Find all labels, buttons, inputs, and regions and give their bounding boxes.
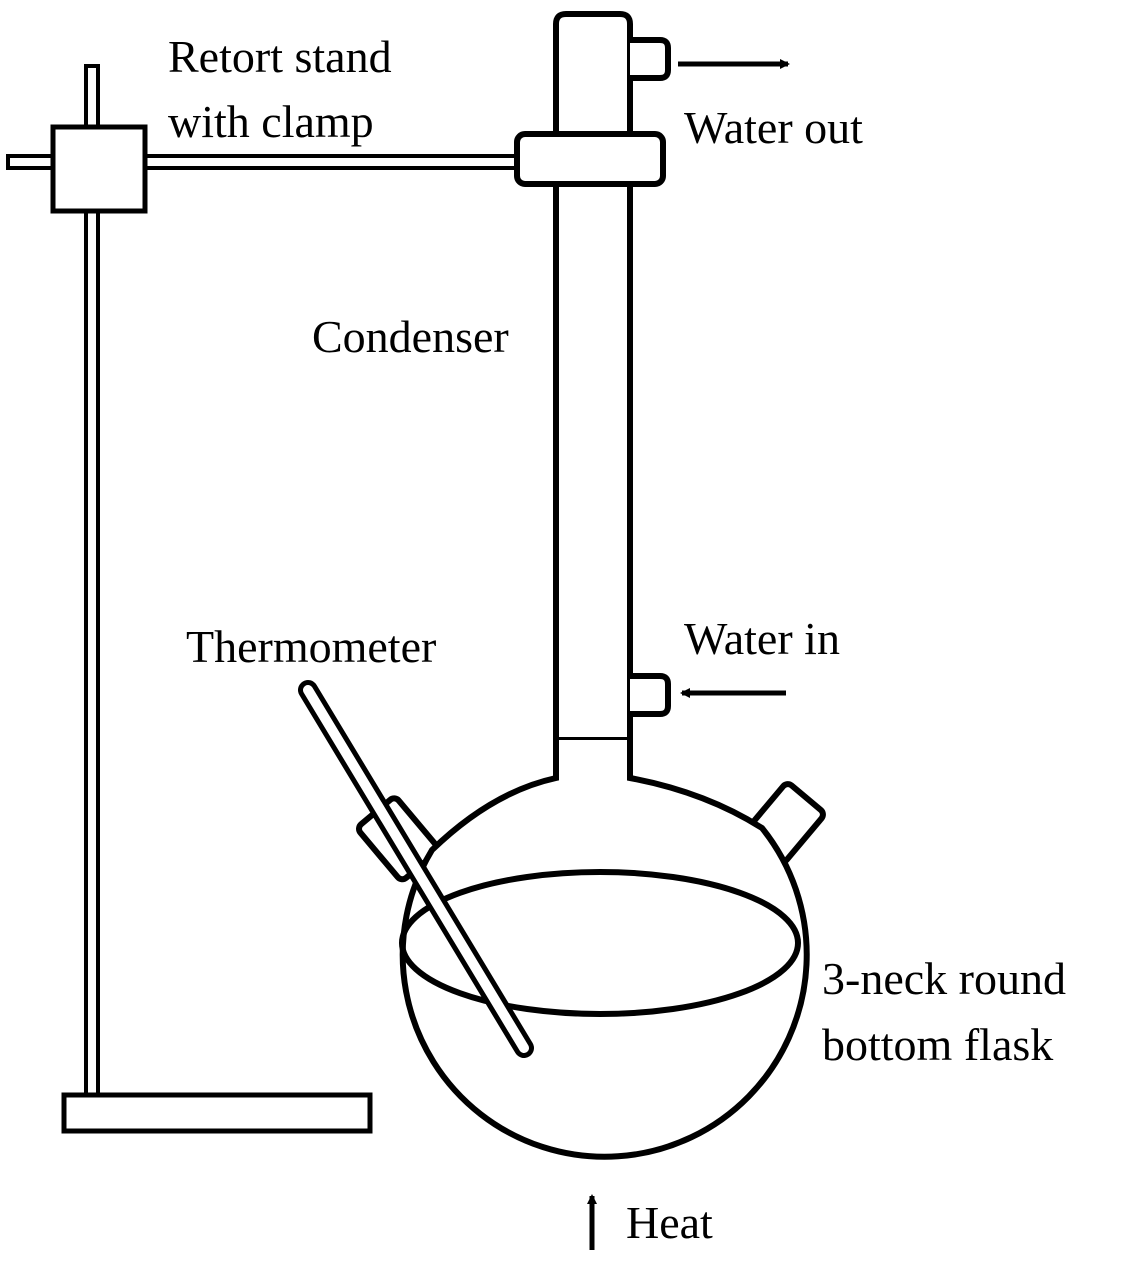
retort-stand-label-line1: Retort stand [168,31,392,82]
retort-stand-label-line2: with clamp [168,96,374,147]
thermometer [298,680,534,1058]
water-in-label: Water in [684,613,840,664]
condenser [514,11,671,743]
clamp-boss-head [50,124,148,214]
heat-label: Heat [626,1197,713,1248]
flask-label-line2: bottom flask [822,1019,1053,1070]
condenser-label: Condenser [312,311,509,362]
retort-stand-base [61,1092,373,1134]
water-out-label: Water out [684,102,863,153]
water-in-nozzle [630,673,671,717]
condenser-clamp-ring [514,131,666,187]
retort-stand-rod [84,64,100,1100]
round-bottom-flask [356,740,826,1160]
liquid-surface [399,869,801,1017]
water-out-nozzle [630,37,671,81]
flask-label-line1: 3-neck round [822,953,1066,1004]
thermometer-label: Thermometer [186,621,436,672]
retort-stand [61,64,373,1134]
flask-body [399,740,810,1160]
condenser-jacket [553,11,633,743]
